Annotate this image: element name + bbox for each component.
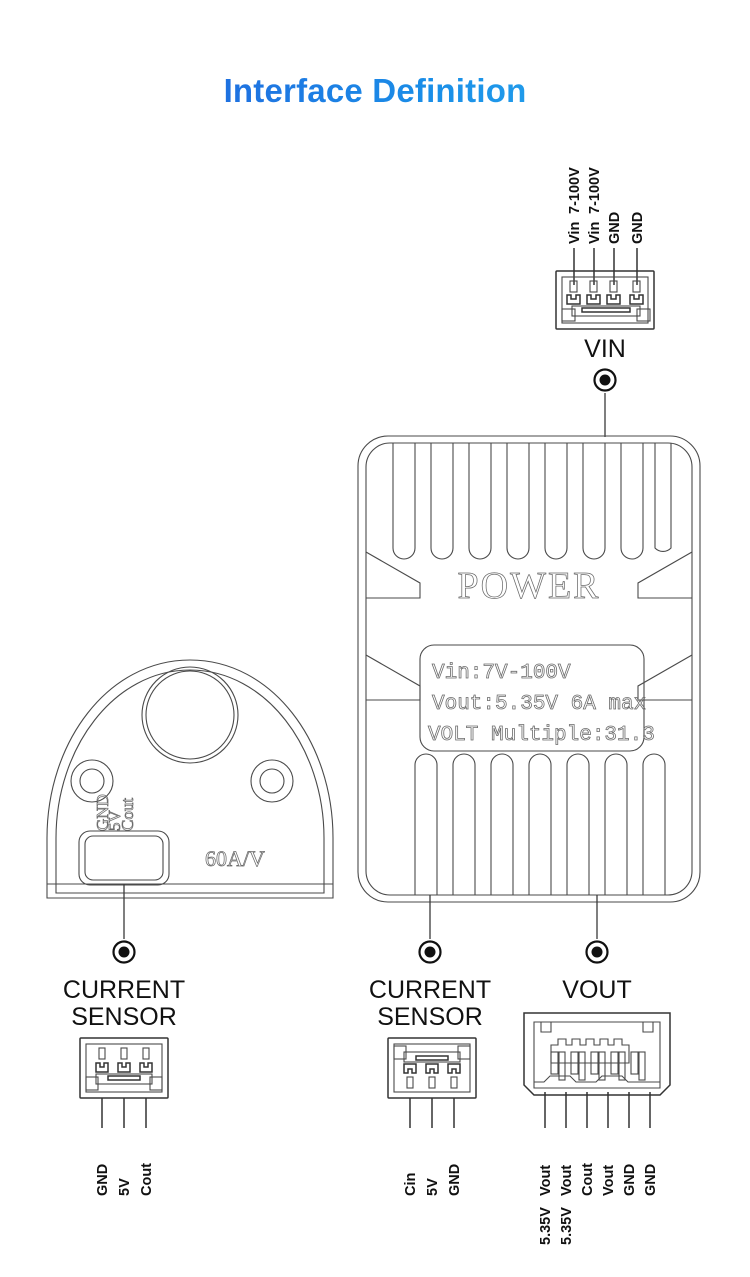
- vin-connector-label: VIN: [584, 335, 626, 363]
- current-sensor-left-pin-1: GND: [95, 1164, 111, 1196]
- power-module-bottom-fins: [414, 753, 666, 895]
- vin-pin-3-top: GND: [607, 212, 623, 244]
- vout-pin-5-top: GND: [622, 1164, 638, 1196]
- power-module-top-fins: [392, 443, 672, 560]
- power-module-spec-line-3: VOLT Multiple:31.3: [428, 724, 655, 747]
- current-sensor-middle-housing: [387, 1037, 477, 1099]
- vin-pin-2-bottom: 7-100V: [587, 167, 603, 214]
- power-module-group: POWER Vin:7V-100V Vout:5.35V 6A max VOLT…: [357, 435, 701, 903]
- current-sensor-middle-pin-3: GND: [447, 1164, 463, 1196]
- vin-pin-1-bottom: 7-100V: [567, 167, 583, 214]
- vin-leader: [593, 368, 617, 437]
- vout-pin-4-top: Vout: [601, 1165, 617, 1196]
- connector-current-sensor-left: CURRENT SENSOR GND: [63, 976, 185, 1196]
- current-sensor-left-housing: [79, 1037, 169, 1099]
- vout-pin-1-top: Vout: [538, 1165, 554, 1196]
- current-sensor-left-pin-3: Cout: [139, 1163, 155, 1196]
- sensor-pad-labels: GND 5V Cout: [93, 794, 138, 832]
- sensor-pad-label-gnd: GND: [93, 794, 112, 831]
- sensor-mount-hole-left: [70, 759, 114, 803]
- current-sensor-left-label-line-2: SENSOR: [71, 1003, 177, 1031]
- power-module-silk-title: POWER: [458, 565, 601, 607]
- vin-pin-4-top: GND: [630, 212, 646, 244]
- connector-current-sensor-middle: CURRENT SENSOR Cin: [369, 976, 491, 1196]
- page-title: Interface Definition: [0, 72, 750, 110]
- vin-pin-2-top: Vin: [587, 222, 603, 244]
- current-sensor-middle-label-line-2: SENSOR: [377, 1003, 483, 1031]
- vin-pin-labels: Vin 7-100V Vin 7-100V GND GND: [567, 167, 646, 244]
- power-module-spec-line-1: Vin:7V-100V: [432, 662, 571, 685]
- power-module-label-panel: [419, 644, 645, 752]
- current-sensor-middle-pin-leaders: [409, 1098, 455, 1128]
- current-sensor-left-pin-2: 5V: [117, 1178, 133, 1196]
- vout-pin-2-top: Vout: [559, 1165, 575, 1196]
- bottom-leaders: [112, 884, 609, 964]
- current-sensor-left-pin-leaders: [101, 1098, 147, 1128]
- vout-pin-2-bottom: 5.35V: [559, 1207, 575, 1245]
- vout-connector-housing: [523, 1012, 671, 1096]
- current-sensor-left-label-line-1: CURRENT: [63, 976, 185, 1004]
- vin-connector-group: Vin 7-100V Vin 7-100V GND GND VIN: [555, 167, 655, 437]
- connector-vout: VOUT: [523, 976, 671, 1245]
- vin-pin-1-top: Vin: [567, 222, 583, 244]
- current-sensor-middle-pin-1: Cin: [403, 1173, 419, 1196]
- vin-connector-housing: [555, 270, 655, 330]
- power-module-spec-line-2: Vout:5.35V 6A max: [432, 693, 646, 716]
- vin-pin-leaders: [573, 248, 638, 285]
- sensor-connector-footprint: [78, 830, 170, 886]
- sensor-center-hole: [141, 666, 239, 764]
- sensor-mount-hole-right: [250, 759, 294, 803]
- vout-pin-6-top: GND: [643, 1164, 659, 1196]
- vout-label: VOUT: [562, 976, 631, 1004]
- vout-pin-leaders: [544, 1092, 651, 1128]
- current-sensor-board-group: GND 5V Cout 60A/V: [46, 659, 334, 899]
- sensor-rating-text: 60A/V: [205, 846, 265, 871]
- current-sensor-middle-pin-2: 5V: [425, 1178, 441, 1196]
- current-sensor-middle-label-line-1: CURRENT: [369, 976, 491, 1004]
- sensor-pad-label-5v: 5V: [105, 810, 124, 832]
- vout-pin-1-bottom: 5.35V: [538, 1207, 554, 1245]
- vout-pin-3-top: Cout: [580, 1163, 596, 1196]
- sensor-pad-label-cout: Cout: [118, 798, 137, 831]
